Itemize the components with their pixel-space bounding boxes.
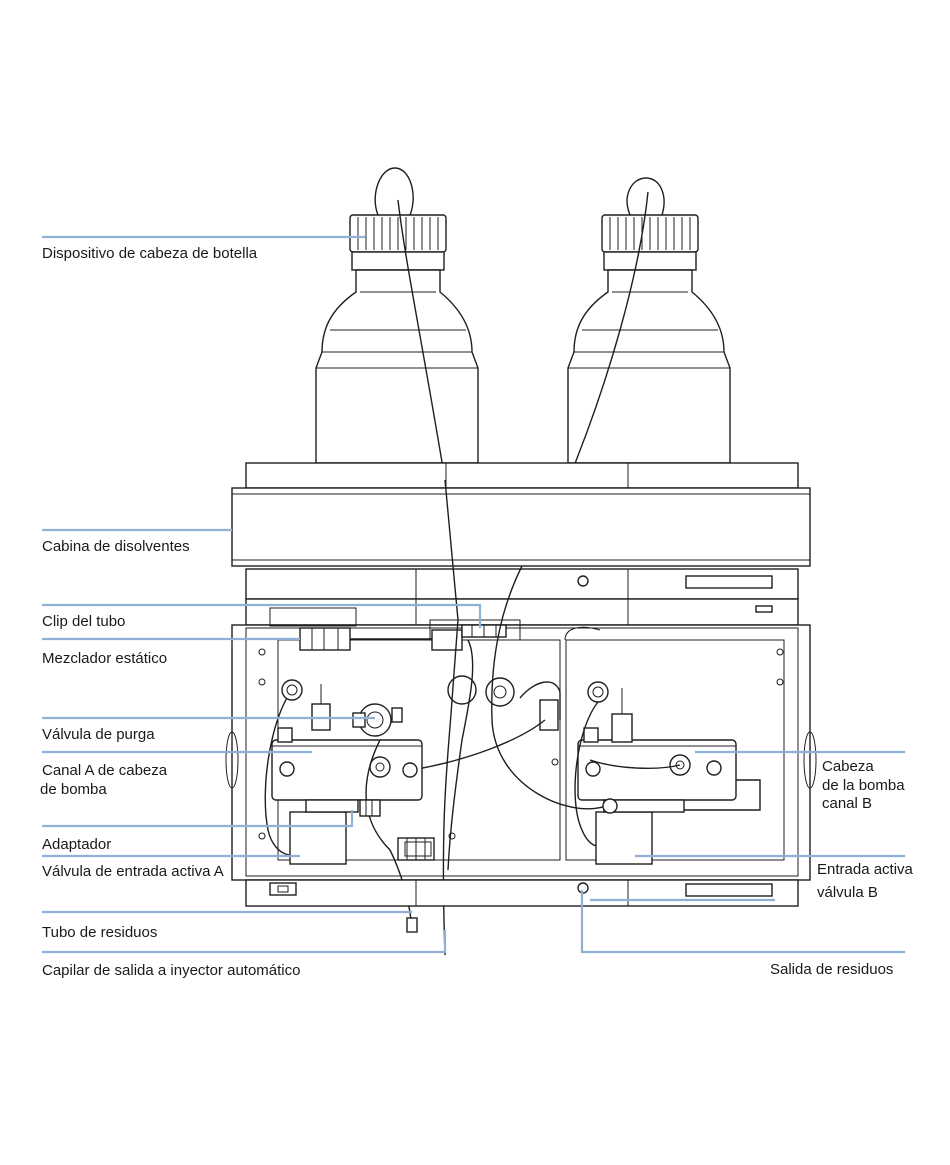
label-static-mixer: Mezclador estático: [42, 650, 167, 667]
module-top-strips: [246, 569, 798, 625]
label-active-inlet-b-line1: Entrada activa: [817, 861, 914, 878]
label-pump-head-b-line2: de la bomba: [822, 777, 905, 794]
label-pump-head-b-line1: Cabeza: [822, 758, 874, 775]
solvent-bottle-b: [568, 178, 730, 463]
solvent-cabinet: [232, 463, 810, 566]
label-tube-clip: Clip del tubo: [42, 613, 125, 630]
label-waste-outlet: Salida de residuos: [770, 961, 893, 978]
label-pump-head-b-line3: canal B: [822, 795, 872, 812]
label-solvent-cabinet: Cabina de disolventes: [42, 538, 190, 555]
bottom-strip: [246, 880, 798, 906]
label-active-inlet-b-line2: válvula B: [817, 884, 878, 901]
label-outlet-capillary: Capilar de salida a inyector automático: [42, 962, 300, 979]
label-active-inlet-a: Válvula de entrada activa A: [42, 863, 224, 880]
label-purge-valve: Válvula de purga: [42, 726, 155, 743]
label-pump-head-a-line2: de bomba: [40, 781, 107, 798]
label-pump-head-a-line1: Canal A de cabeza: [42, 762, 168, 779]
solvent-bottle-a: [316, 168, 478, 463]
label-adapter: Adaptador: [42, 836, 111, 853]
label-bottle-head: Dispositivo de cabeza de botella: [42, 245, 258, 262]
label-waste-tube: Tubo de residuos: [42, 924, 157, 941]
